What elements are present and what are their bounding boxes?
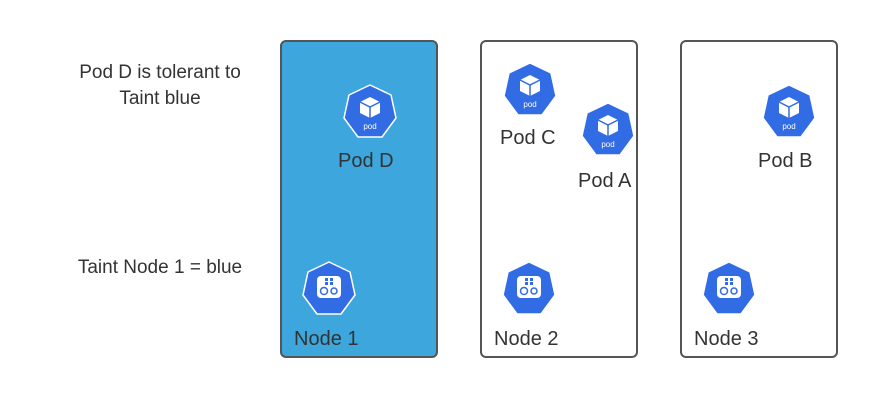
pod-d-label: Pod D (338, 150, 394, 172)
pod-b-icon-text: pod (782, 122, 795, 131)
pod-d-icon: pod (340, 82, 400, 142)
pod-c-label: Pod C (500, 127, 556, 149)
taint-caption: Taint Node 1 = blue (77, 257, 243, 278)
pod-a-icon-text: pod (601, 140, 614, 149)
node-3-icon (699, 259, 759, 319)
pod-b-icon: pod (759, 82, 819, 142)
tolerance-caption-line-2: Taint blue (119, 88, 201, 109)
node-2-icon (499, 259, 559, 319)
tolerance-caption-line-1: Pod D is tolerant to (79, 62, 241, 83)
node-3-box (680, 40, 838, 358)
pod-d-icon-text: pod (363, 122, 376, 131)
node-3-label: Node 3 (694, 328, 759, 350)
pod-c-icon-text: pod (523, 100, 536, 109)
node-1-label: Node 1 (294, 328, 359, 350)
pod-a-icon: pod (578, 100, 638, 160)
node-2-label: Node 2 (494, 328, 559, 350)
tolerance-caption: Pod D is tolerant to Taint blue (40, 60, 280, 112)
pod-b-label: Pod B (758, 150, 813, 172)
node-1-icon (299, 259, 359, 319)
pod-c-icon: pod (500, 60, 560, 120)
pod-a-label: Pod A (578, 170, 632, 192)
